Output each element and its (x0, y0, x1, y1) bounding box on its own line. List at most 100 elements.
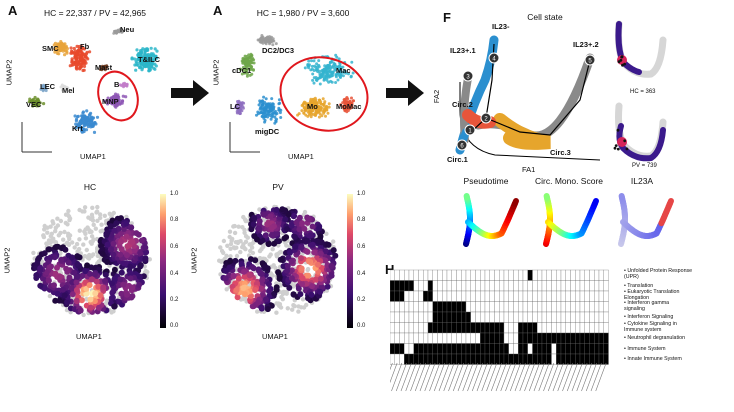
cell-point (264, 40, 268, 43)
cell-point (136, 281, 143, 288)
cell-point (262, 95, 266, 99)
cell-point (280, 297, 285, 302)
cell-point (118, 290, 125, 297)
cell-point (95, 304, 102, 311)
cell-point (270, 39, 274, 43)
heatmap-cell (546, 332, 552, 344)
cell-point (310, 64, 314, 68)
cell-point (71, 269, 78, 276)
cell-point (82, 114, 86, 118)
heatmap-cell (470, 290, 476, 302)
heatmap-cell (594, 280, 600, 292)
trajectory-node (464, 124, 476, 136)
cell-point (299, 281, 306, 287)
cell-point (65, 212, 70, 217)
panel-a1-letter: A (8, 3, 18, 18)
pathway-label-line: • Interferon gamma (624, 299, 670, 306)
heatmap-cell (579, 332, 585, 344)
heatmap-cell (423, 311, 429, 323)
panel-a1-title: HC = 22,337 / PV = 42,965 (43, 8, 147, 18)
cell-point (616, 128, 620, 132)
cell-point (269, 109, 273, 113)
cell-point (332, 252, 339, 259)
tick-label: 0.8 (357, 217, 366, 223)
cell-point (58, 251, 63, 256)
cell-point (72, 46, 76, 51)
cell-point (84, 61, 88, 65)
cluster-fb (68, 44, 92, 73)
heatmap-cell (575, 311, 581, 323)
cell-point (256, 226, 263, 232)
cell-point (77, 307, 84, 314)
cell-point (240, 296, 246, 302)
heatmap-cell (394, 269, 400, 281)
heatmap-cell (513, 332, 519, 344)
heatmap-cell (556, 311, 562, 323)
heatmap-cell (451, 322, 457, 334)
heatmap-cell (480, 269, 486, 281)
gene-label (448, 362, 460, 392)
cell-point (90, 238, 96, 244)
cell-point (134, 60, 138, 64)
density-hc-xlabel: UMAP1 (76, 332, 102, 341)
heatmap-cell (551, 322, 557, 334)
heatmap-cell (446, 301, 452, 313)
heatmap-cell (565, 322, 571, 334)
heatmap-cell (404, 290, 410, 302)
cell-point (290, 307, 295, 312)
cluster-krt (73, 109, 100, 134)
heatmap-cell (556, 290, 562, 302)
cell-point (80, 59, 84, 63)
heatmap-cell (579, 301, 585, 313)
cell-point (318, 69, 322, 73)
heatmap-cell (470, 301, 476, 313)
cluster-label-mel: Mel (62, 86, 75, 95)
cell-point (124, 252, 130, 259)
heatmap-cell (494, 301, 500, 313)
pv-trajectory (613, 102, 667, 162)
cell-point (74, 260, 81, 267)
heatmap-cell (527, 280, 533, 292)
cell-point (41, 284, 48, 291)
cell-point (267, 254, 272, 259)
heatmap-cell (560, 332, 566, 344)
cell-point (149, 52, 154, 56)
cell-point (238, 249, 243, 255)
cell-point (299, 220, 306, 227)
cell-point (140, 57, 144, 62)
heatmap-cell (603, 301, 609, 313)
cell-point (302, 209, 308, 215)
cell-point (324, 114, 327, 118)
cluster-label-b: B (114, 80, 120, 89)
heatmap-cell (456, 301, 462, 313)
pathway-label: • Unfolded Protein Response (UPR) (624, 268, 729, 280)
cell-point (140, 51, 144, 55)
heatmap-cell (584, 322, 590, 334)
cell-point (349, 104, 353, 108)
cell-point (260, 34, 264, 37)
heatmap-cell (480, 301, 486, 313)
heatmap-cell (589, 301, 595, 313)
cell-point (54, 290, 61, 297)
cell-point (271, 105, 275, 109)
heatmap-cell (423, 290, 429, 302)
heatmap-cell (442, 343, 448, 355)
cell-point (334, 53, 338, 57)
heatmap-cell (465, 343, 471, 355)
state-label-circ1: Circ.1 (447, 155, 468, 164)
heatmap-cell (565, 280, 571, 292)
heatmap-cell (437, 280, 443, 292)
cell-point (73, 287, 80, 293)
cell-point (269, 224, 275, 231)
cell-point (74, 241, 80, 247)
cell-point (52, 244, 59, 251)
heatmap-cell (560, 301, 566, 313)
cluster-label-smc: SMC (42, 44, 59, 53)
cell-point (106, 99, 110, 104)
cell-point (277, 302, 283, 307)
cell-point (334, 81, 338, 84)
cell-point (245, 54, 249, 58)
cell-point (74, 253, 81, 260)
cell-point (135, 48, 139, 52)
heatmap-cell (503, 332, 509, 344)
